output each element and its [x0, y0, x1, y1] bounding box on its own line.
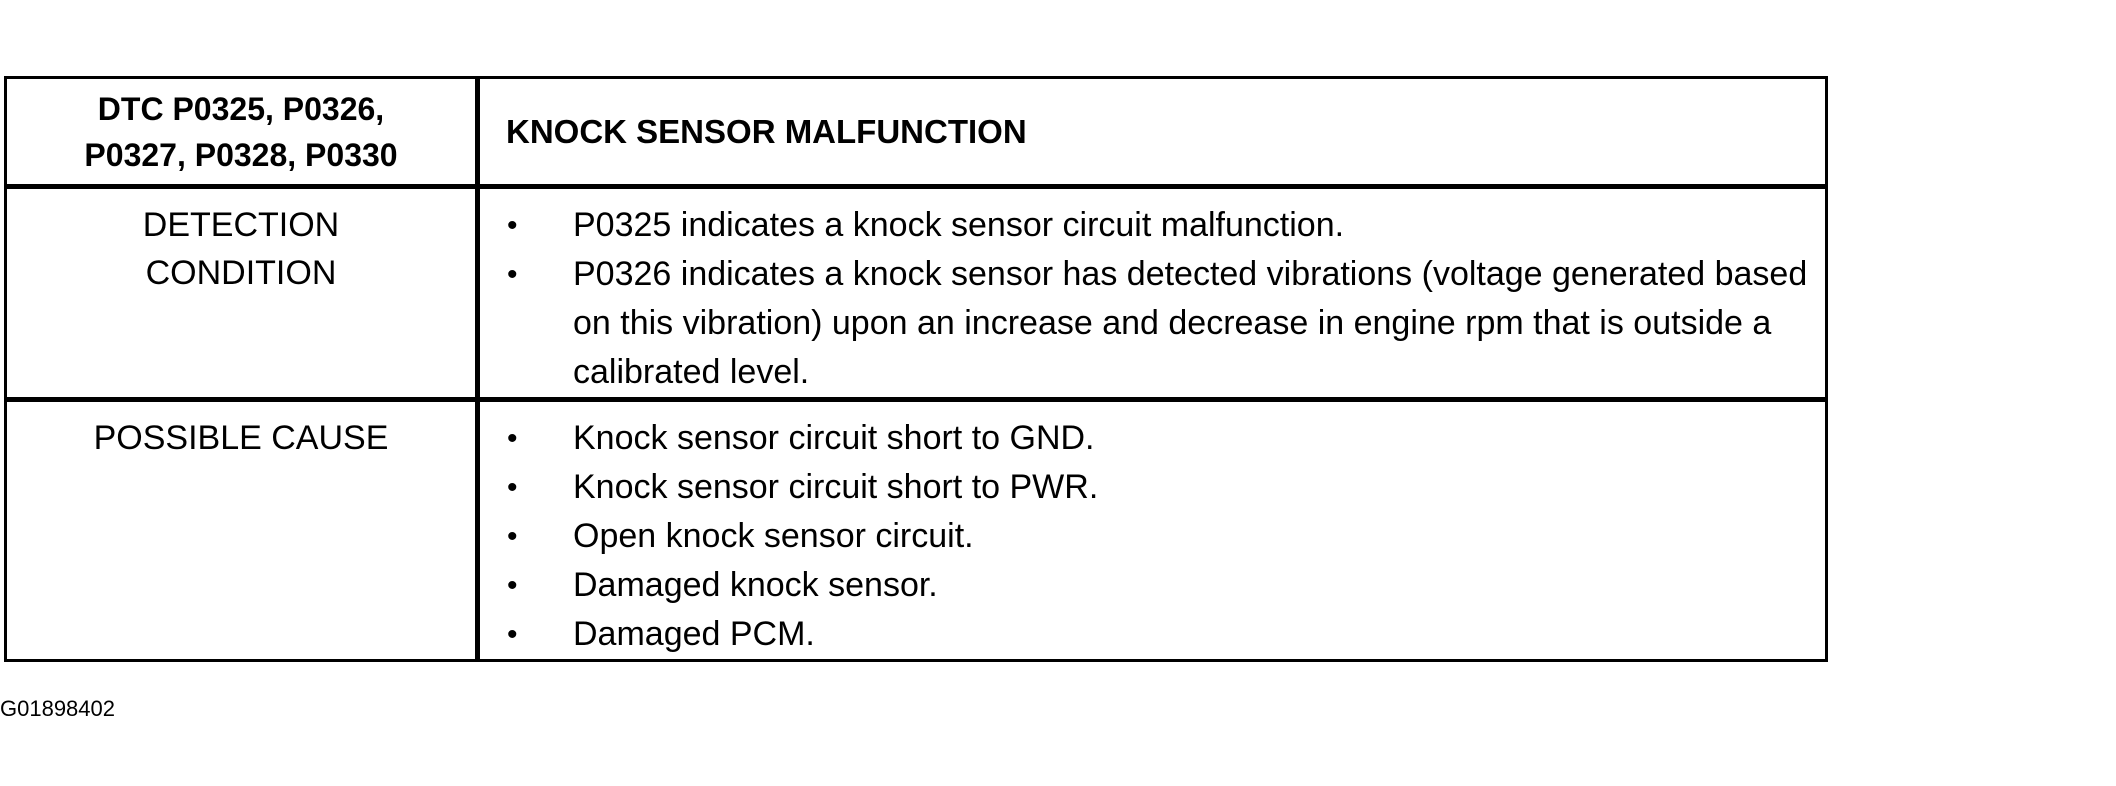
- possible-cause-list: • Knock sensor circuit short to GND. • K…: [480, 414, 1825, 659]
- table-title: KNOCK SENSOR MALFUNCTION: [476, 76, 1828, 189]
- list-item-text: Knock sensor circuit short to PWR.: [573, 468, 1099, 506]
- list-item: • P0326 indicates a knock sensor has det…: [480, 250, 1825, 397]
- row-label-line: DETECTION: [142, 206, 340, 244]
- figure-id: G01898402: [0, 696, 115, 721]
- row-label-detection-condition: DETECTION CONDITION: [4, 185, 480, 402]
- bullet-icon: •: [507, 569, 518, 602]
- dtc-codes-cell: DTC P0325, P0326, P0327, P0328, P0330: [4, 76, 480, 189]
- list-item-text: Damaged knock sensor.: [573, 566, 938, 604]
- dtc-codes-line: P0327, P0328, P0330: [84, 136, 398, 173]
- list-item: • Knock sensor circuit short to GND.: [480, 414, 1825, 463]
- bullet-icon: •: [507, 471, 518, 504]
- list-item-text: Damaged PCM.: [573, 615, 815, 653]
- list-item: • Damaged PCM.: [480, 610, 1825, 659]
- list-item: • Open knock sensor circuit.: [480, 512, 1825, 561]
- row-label-possible-cause: POSSIBLE CAUSE: [4, 398, 480, 662]
- bullet-icon: •: [507, 422, 518, 455]
- list-item-text: P0325 indicates a knock sensor circuit m…: [573, 206, 1345, 244]
- possible-cause-list-cell: • Knock sensor circuit short to GND. • K…: [476, 398, 1828, 662]
- bullet-icon: •: [507, 618, 518, 651]
- list-item: • P0325 indicates a knock sensor circuit…: [480, 201, 1825, 250]
- list-item-text: Open knock sensor circuit.: [573, 517, 974, 555]
- table-row-possible-cause: POSSIBLE CAUSE • Knock sensor circuit sh…: [4, 398, 1828, 662]
- dtc-codes-line: DTC P0325, P0326,: [97, 90, 385, 127]
- list-item: • Knock sensor circuit short to PWR.: [480, 463, 1825, 512]
- bullet-icon: •: [507, 520, 518, 553]
- list-item: • Damaged knock sensor.: [480, 561, 1825, 610]
- dtc-info-table: DTC P0325, P0326, P0327, P0328, P0330 KN…: [4, 76, 1828, 662]
- detection-condition-list-cell: • P0325 indicates a knock sensor circuit…: [476, 185, 1828, 402]
- row-label-line: CONDITION: [145, 254, 337, 292]
- detection-condition-list: • P0325 indicates a knock sensor circuit…: [480, 201, 1825, 397]
- list-item-text: P0326 indicates a knock sensor has detec…: [573, 255, 1808, 391]
- list-item-text: Knock sensor circuit short to GND.: [573, 419, 1095, 457]
- table-row-detection-condition: DETECTION CONDITION • P0325 indicates a …: [4, 185, 1828, 402]
- bullet-icon: •: [507, 258, 518, 291]
- table-header-row: DTC P0325, P0326, P0327, P0328, P0330 KN…: [4, 76, 1828, 189]
- bullet-icon: •: [507, 209, 518, 242]
- row-label-line: POSSIBLE CAUSE: [93, 419, 389, 457]
